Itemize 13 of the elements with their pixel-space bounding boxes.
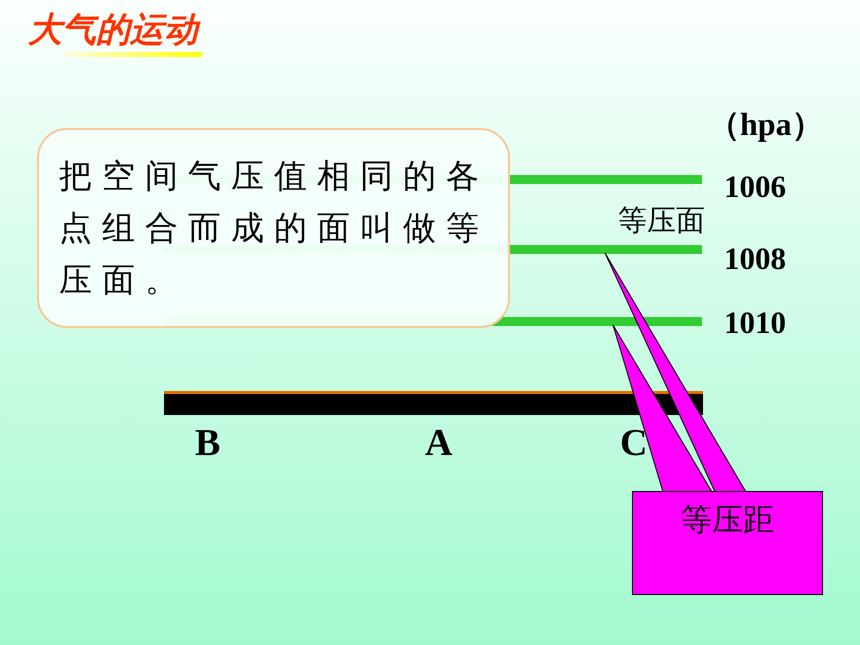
point-label: C [620,424,648,462]
callout-box: 等压距 [632,491,823,595]
callout-pointer [604,252,747,492]
callout-pointer [612,324,713,492]
point-label: B [195,424,220,462]
surface-label: 等压面 [585,200,705,240]
value-label: 1010 [724,307,786,338]
value-label: 1008 [724,243,786,274]
unit-label: （hpa） [708,108,824,140]
value-label: 1006 [724,171,786,202]
point-label: A [425,424,452,462]
title: 大气的运动 [28,12,198,50]
definition-box: 把空间气压值相同的各点组合而成的面叫做等压面。 [37,128,510,328]
